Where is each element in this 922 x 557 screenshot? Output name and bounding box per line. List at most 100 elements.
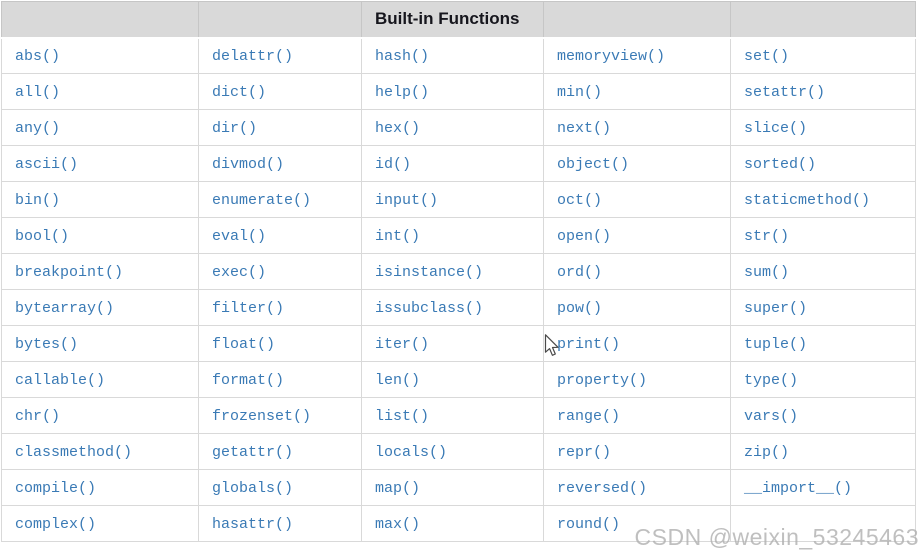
table-row: breakpoint() exec() isinstance() ord() sum() xyxy=(1,253,916,290)
table-cell: bytes() xyxy=(1,325,199,362)
table-cell: ascii() xyxy=(1,145,199,182)
table-cell: compile() xyxy=(1,469,199,506)
builtin-function-link[interactable]: __import__() xyxy=(744,479,853,497)
builtin-function-link[interactable]: max() xyxy=(375,515,421,533)
builtin-function-link[interactable]: bin() xyxy=(15,191,61,209)
builtin-function-link[interactable]: float() xyxy=(212,335,276,353)
builtin-function-link[interactable]: open() xyxy=(557,227,612,245)
table-cell: min() xyxy=(543,73,731,110)
builtin-function-link[interactable]: hasattr() xyxy=(212,515,294,533)
builtin-function-link[interactable]: pow() xyxy=(557,299,603,317)
builtin-function-link[interactable]: format() xyxy=(212,371,285,389)
builtin-function-link[interactable]: hash() xyxy=(375,47,430,65)
table-cell: bin() xyxy=(1,181,199,218)
builtin-function-link[interactable]: dir() xyxy=(212,119,258,137)
builtin-function-link[interactable]: set() xyxy=(744,47,790,65)
builtin-function-link[interactable]: locals() xyxy=(375,443,448,461)
builtin-function-link[interactable]: abs() xyxy=(15,47,61,65)
table-title: Built-in Functions xyxy=(361,1,544,39)
builtin-function-link[interactable]: id() xyxy=(375,155,412,173)
builtin-function-link[interactable]: callable() xyxy=(15,371,106,389)
table-cell: hash() xyxy=(361,37,544,74)
builtin-function-link[interactable]: int() xyxy=(375,227,421,245)
builtin-function-link[interactable]: map() xyxy=(375,479,421,497)
table-cell: id() xyxy=(361,145,544,182)
builtin-function-link[interactable]: next() xyxy=(557,119,612,137)
builtin-function-link[interactable]: any() xyxy=(15,119,61,137)
builtin-function-link[interactable]: setattr() xyxy=(744,83,826,101)
builtin-function-link[interactable]: all() xyxy=(15,83,61,101)
table-cell: frozenset() xyxy=(198,397,362,434)
table-cell: staticmethod() xyxy=(730,181,916,218)
builtin-function-link[interactable]: compile() xyxy=(15,479,97,497)
builtin-function-link[interactable]: frozenset() xyxy=(212,407,312,425)
builtin-function-link[interactable]: breakpoint() xyxy=(15,263,124,281)
builtin-function-link[interactable]: delattr() xyxy=(212,47,294,65)
table-cell: input() xyxy=(361,181,544,218)
builtin-function-link[interactable]: len() xyxy=(375,371,421,389)
builtin-function-link[interactable]: exec() xyxy=(212,263,267,281)
table-cell: type() xyxy=(730,361,916,398)
table-cell: print() xyxy=(543,325,731,362)
builtin-function-link[interactable]: issubclass() xyxy=(375,299,484,317)
header-cell-empty xyxy=(543,1,731,39)
builtin-function-link[interactable]: sum() xyxy=(744,263,790,281)
builtin-function-link[interactable]: divmod() xyxy=(212,155,285,173)
builtin-function-link[interactable]: object() xyxy=(557,155,630,173)
table-row: classmethod() getattr() locals() repr() zip(… xyxy=(1,433,916,470)
header-cell-empty xyxy=(198,1,362,39)
table-cell: isinstance() xyxy=(361,253,544,290)
builtin-function-link[interactable]: zip() xyxy=(744,443,790,461)
builtin-function-link[interactable]: tuple() xyxy=(744,335,808,353)
builtin-function-link[interactable]: slice() xyxy=(744,119,808,137)
builtin-function-link[interactable]: repr() xyxy=(557,443,612,461)
builtin-function-link[interactable]: chr() xyxy=(15,407,61,425)
builtin-function-link[interactable]: list() xyxy=(375,407,430,425)
builtin-function-link[interactable]: ord() xyxy=(557,263,603,281)
builtin-function-link[interactable]: bool() xyxy=(15,227,70,245)
table-cell: sum() xyxy=(730,253,916,290)
builtin-function-link[interactable]: vars() xyxy=(744,407,799,425)
builtin-function-link[interactable]: property() xyxy=(557,371,648,389)
builtin-function-link[interactable]: help() xyxy=(375,83,430,101)
table-cell: delattr() xyxy=(198,37,362,74)
table-cell: locals() xyxy=(361,433,544,470)
table-cell: hasattr() xyxy=(198,505,362,542)
builtin-function-link[interactable]: ascii() xyxy=(15,155,79,173)
builtin-function-link[interactable]: eval() xyxy=(212,227,267,245)
builtin-function-link[interactable]: input() xyxy=(375,191,439,209)
builtin-function-link[interactable]: getattr() xyxy=(212,443,294,461)
builtin-function-link[interactable]: sorted() xyxy=(744,155,817,173)
builtin-function-link[interactable]: iter() xyxy=(375,335,430,353)
builtin-function-link[interactable]: staticmethod() xyxy=(744,191,871,209)
builtin-function-link[interactable]: bytes() xyxy=(15,335,79,353)
builtin-function-link[interactable]: globals() xyxy=(212,479,294,497)
builtin-function-link[interactable]: classmethod() xyxy=(15,443,133,461)
table-cell: set() xyxy=(730,37,916,74)
builtin-function-link[interactable]: dict() xyxy=(212,83,267,101)
table-cell: list() xyxy=(361,397,544,434)
builtin-function-link[interactable]: range() xyxy=(557,407,621,425)
builtin-function-link[interactable]: str() xyxy=(744,227,790,245)
builtin-function-link[interactable]: isinstance() xyxy=(375,263,484,281)
table-header: Built-in Functions xyxy=(1,1,916,39)
builtin-function-link[interactable]: oct() xyxy=(557,191,603,209)
builtin-function-link[interactable]: type() xyxy=(744,371,799,389)
builtin-function-link[interactable]: print() xyxy=(557,335,621,353)
table-cell: vars() xyxy=(730,397,916,434)
table-cell: divmod() xyxy=(198,145,362,182)
builtin-function-link[interactable]: memoryview() xyxy=(557,47,666,65)
builtin-function-link[interactable]: super() xyxy=(744,299,808,317)
builtin-function-link[interactable]: hex() xyxy=(375,119,421,137)
table-cell: dict() xyxy=(198,73,362,110)
builtin-function-link[interactable]: min() xyxy=(557,83,603,101)
builtin-function-link[interactable]: complex() xyxy=(15,515,97,533)
builtin-functions-table: Built-in Functions abs() delattr() hash() m… xyxy=(1,1,916,542)
builtin-function-link[interactable]: enumerate() xyxy=(212,191,312,209)
builtin-function-link[interactable]: filter() xyxy=(212,299,285,317)
builtin-function-link[interactable]: round() xyxy=(557,515,621,533)
table-cell: next() xyxy=(543,109,731,146)
builtin-function-link[interactable]: bytearray() xyxy=(15,299,115,317)
table-cell: __import__() xyxy=(730,469,916,506)
builtin-function-link[interactable]: reversed() xyxy=(557,479,648,497)
